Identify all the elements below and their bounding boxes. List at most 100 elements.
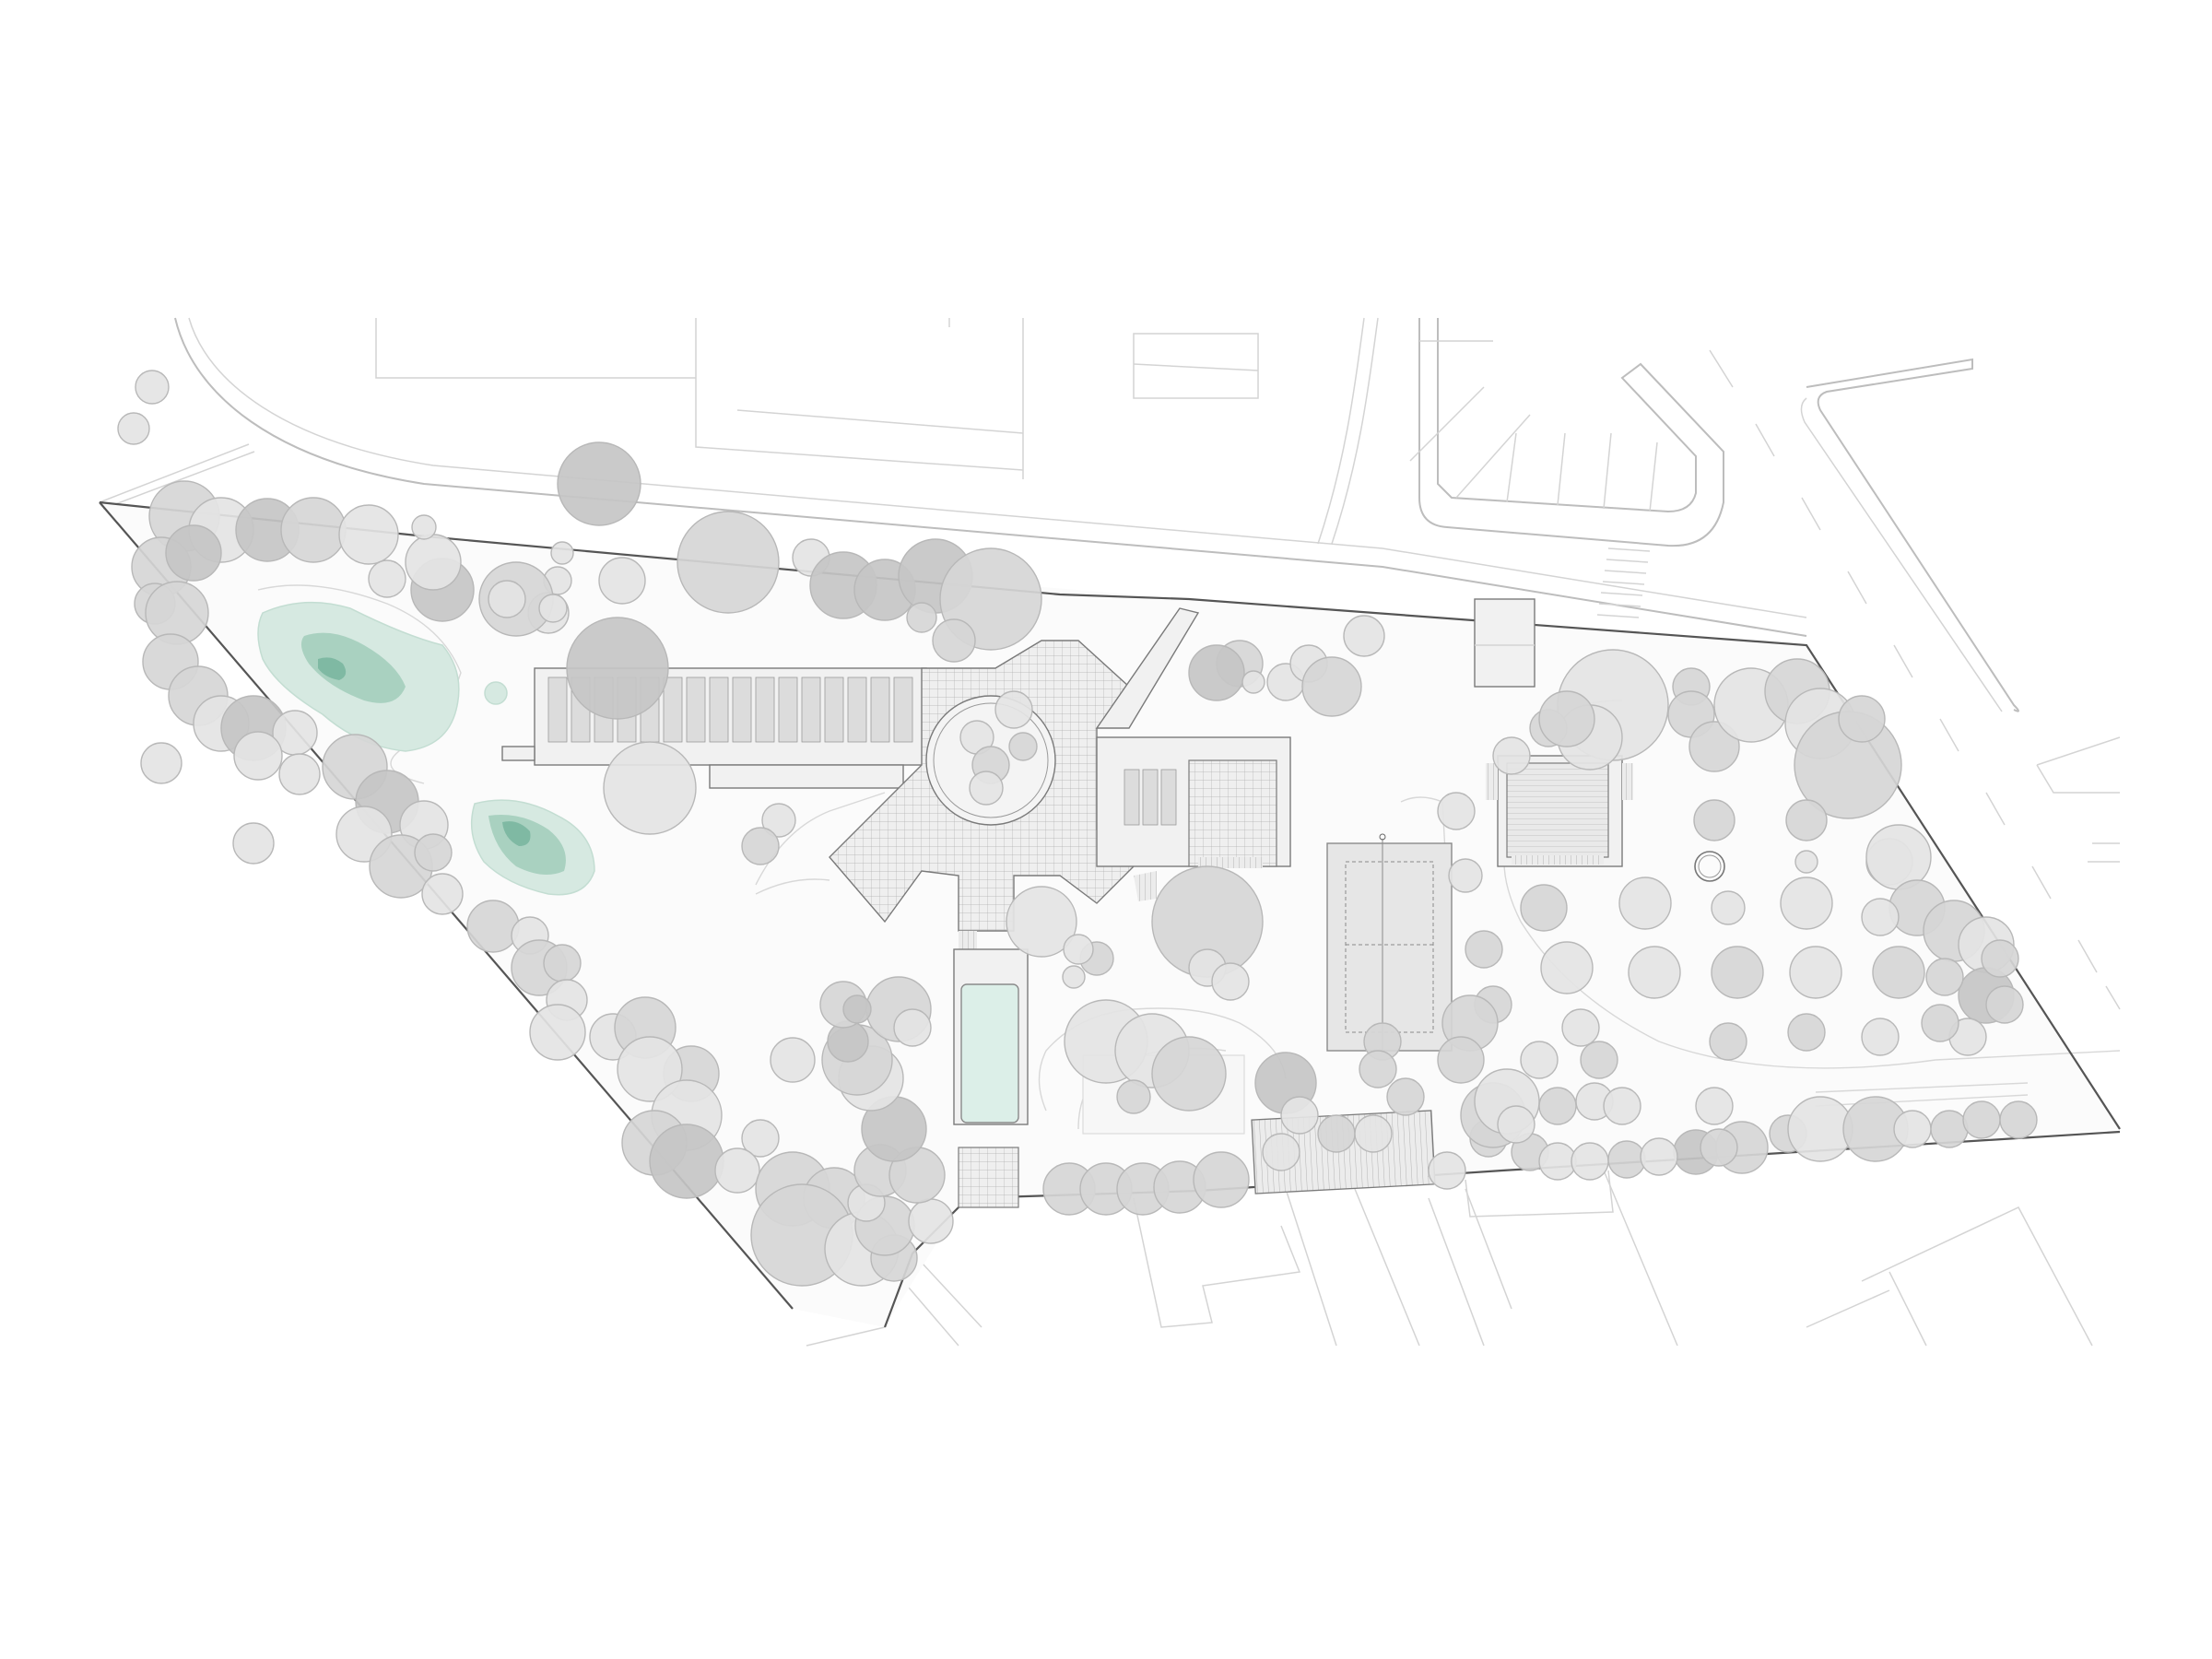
tree-icon [1262, 1133, 1300, 1171]
tree-icon [117, 412, 150, 445]
tree-icon [550, 541, 574, 565]
tree-icon [1893, 1110, 1932, 1148]
east-wing-steps [1198, 857, 1263, 868]
tree-icon [1116, 1079, 1151, 1114]
tree-icon [1437, 1036, 1485, 1084]
tree-icon [1700, 1128, 1738, 1167]
tree-icon [1561, 1008, 1600, 1047]
long-wing-annex [709, 764, 904, 789]
tree-icon [1709, 1022, 1747, 1061]
tree-icon [677, 511, 780, 614]
tree-icon [1930, 1110, 1969, 1148]
tree-icon [770, 1037, 816, 1083]
pond-spring [484, 681, 508, 705]
road-edge-outer [174, 317, 1807, 637]
road-bend [1317, 317, 1365, 545]
tree-icon [538, 594, 568, 623]
tree-icon [617, 1036, 683, 1102]
solar-panels-long-wing [547, 677, 913, 743]
tree-icon [1465, 930, 1503, 969]
pond-large [257, 601, 460, 752]
tree-icon [1008, 732, 1038, 761]
tree-icon [893, 1008, 932, 1047]
tree-icon [1193, 1151, 1250, 1208]
main-building [501, 607, 1291, 954]
tree-icon [908, 1198, 954, 1244]
tree-icon [1688, 721, 1740, 772]
tree-icon [232, 822, 275, 865]
tree-icon [414, 833, 453, 872]
context-layer [99, 317, 2121, 1347]
tree-icon [368, 559, 406, 598]
south-neighbour-5 [1603, 1170, 1678, 1347]
tree-icon [1448, 858, 1483, 893]
tree-icon [741, 827, 780, 865]
east-road-edge-2 [1800, 397, 2003, 712]
tree-icon [714, 1147, 760, 1194]
crosswalk [1596, 547, 1651, 618]
tree-icon [1520, 1041, 1559, 1079]
tree-icon [741, 1119, 780, 1158]
tree-icon [1838, 695, 1886, 743]
parking-bay-6 [1649, 441, 1658, 512]
tree-icon [233, 731, 283, 781]
tree-icon [1538, 1087, 1577, 1125]
tree-icon [842, 994, 872, 1024]
tree-icon [1861, 1018, 1900, 1056]
tree-icon [1386, 1077, 1425, 1116]
tree-icon [1711, 890, 1746, 925]
tree-icon [598, 557, 646, 605]
tree-icon [421, 873, 464, 915]
tree-icon [1492, 736, 1531, 775]
tree-icon [1062, 965, 1086, 989]
tree-icon [1301, 656, 1362, 717]
tree-icon [1241, 670, 1265, 694]
tree-icon [557, 441, 641, 526]
tree-icon [1962, 1100, 2001, 1139]
tree-icon [1603, 1087, 1641, 1125]
tree-icon [135, 370, 170, 405]
tree-icon [1872, 946, 1925, 999]
tree-icon [338, 504, 399, 565]
south-neighbour-4 [1465, 1170, 1614, 1218]
tree-icon [488, 580, 526, 618]
tree-icon [529, 1004, 586, 1061]
tree-icon [1780, 877, 1833, 930]
hub-steps-2 [1134, 871, 1157, 901]
tree-icon [1607, 1140, 1646, 1179]
tree-icon [603, 741, 697, 835]
tree-icon [1538, 1142, 1577, 1181]
parking-bay-5 [1603, 432, 1612, 510]
neighbour-shed [1133, 333, 1259, 399]
east-wing-ramp [1095, 607, 1200, 729]
parking-bay-3 [1506, 432, 1517, 503]
tree-icon [906, 602, 937, 633]
road-edge-inner [188, 317, 1807, 618]
tree-icon [566, 617, 669, 720]
road-bend-2 [1331, 317, 1379, 545]
parking-outline [1418, 318, 1724, 547]
south-neighbour-1 [1133, 1197, 1301, 1328]
road-curb-2 [102, 451, 255, 510]
tree-icon [278, 753, 321, 795]
swimming-pool [953, 948, 1029, 1208]
tree-icon [1985, 985, 2024, 1024]
tree-icon [1789, 946, 1842, 999]
east-road-lane [1709, 349, 2121, 1010]
tree-icon [1628, 946, 1681, 999]
south-neighbour-7 [806, 1262, 982, 1347]
tree-icon [466, 900, 520, 953]
tree-icon [1063, 934, 1094, 965]
tree-icon [280, 497, 347, 563]
pond-small [470, 799, 595, 896]
neighbour-shed-line [1133, 363, 1259, 371]
tree-icon [1437, 792, 1476, 830]
tree-icon [932, 618, 976, 663]
tree-icon [1343, 615, 1385, 657]
east-road-far [2036, 736, 2121, 794]
tree-icon [1695, 1087, 1734, 1125]
neighbour-block-1 [375, 318, 696, 379]
tree-icon [1538, 690, 1595, 747]
tree-icon [1359, 1050, 1397, 1088]
tree-icon [411, 514, 437, 540]
